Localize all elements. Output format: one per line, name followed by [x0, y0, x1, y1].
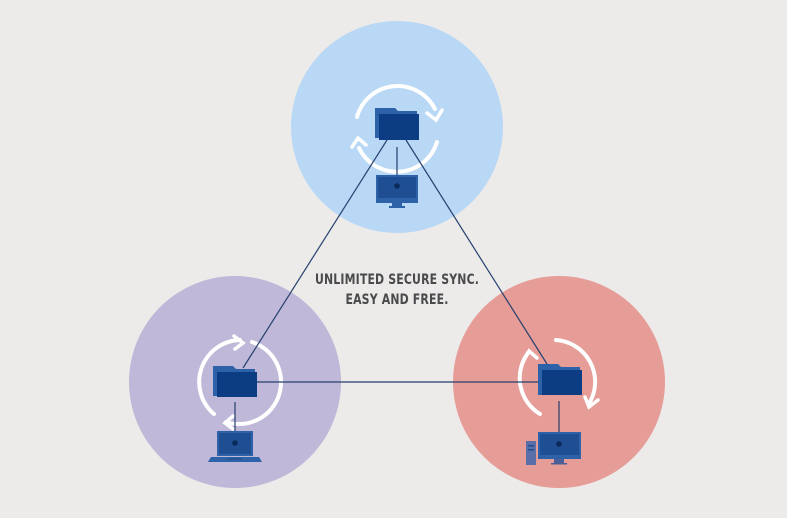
- connector-top-left: [242, 139, 388, 369]
- sync-icon-left: [197, 334, 284, 431]
- folder-icon-left: [213, 366, 257, 397]
- monitor-icon: [376, 175, 418, 208]
- tagline: UNLIMITED SECURE SYNC. EASY AND FREE.: [314, 270, 481, 310]
- connector-top-right: [405, 139, 548, 365]
- sync-icon-right: [517, 338, 600, 416]
- tagline-line-1: UNLIMITED SECURE SYNC.: [314, 272, 480, 288]
- laptop-icon: [208, 431, 262, 462]
- tagline-line-2: EASY AND FREE.: [345, 292, 449, 308]
- folder-icon-right: [538, 364, 582, 395]
- folder-icon-top: [375, 108, 419, 140]
- sync-icon-top: [350, 84, 444, 174]
- connectors: [242, 139, 548, 383]
- desktop-tower-icon: [526, 432, 581, 465]
